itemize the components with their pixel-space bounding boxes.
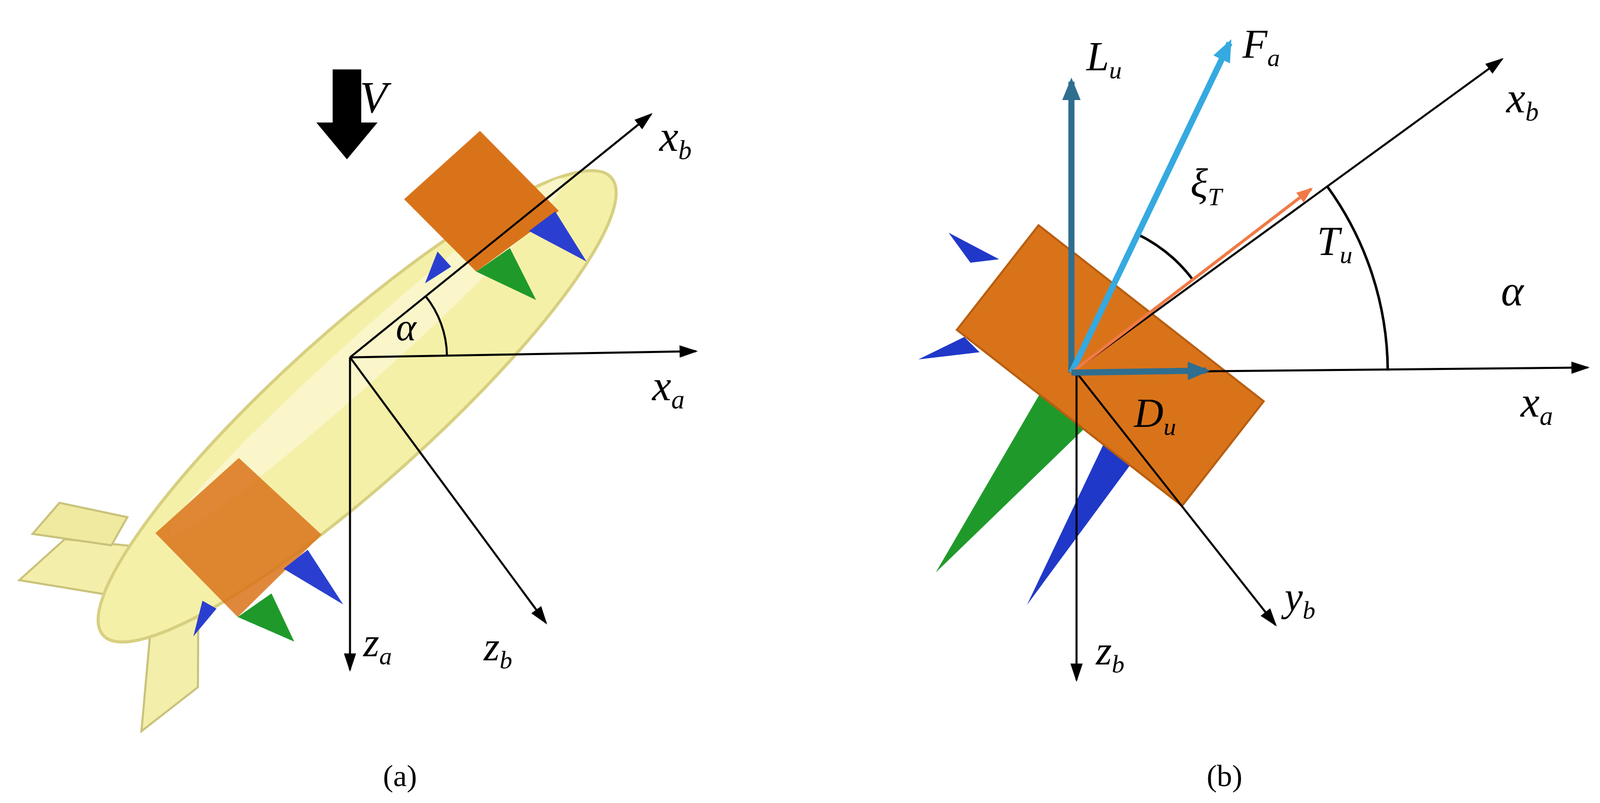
force-arrow — [1071, 43, 1230, 373]
propeller-blue — [414, 251, 452, 288]
axis-label: za — [363, 622, 392, 664]
axis-label: xa — [652, 364, 685, 408]
subscript: b — [1302, 595, 1316, 624]
front-wing — [404, 127, 559, 283]
angle-arc — [425, 295, 448, 355]
force-label: Fa — [1242, 24, 1280, 66]
axis-label: zb — [1095, 630, 1125, 672]
axis-zb — [1075, 372, 1078, 680]
subscript: u — [1109, 55, 1123, 84]
propeller-blue — [283, 548, 351, 618]
axis-xa — [1071, 367, 1588, 373]
axis-xb — [1071, 58, 1503, 373]
angle-arc — [1136, 233, 1193, 280]
axes-a — [350, 114, 697, 670]
subscript: b — [1525, 97, 1539, 128]
velocity-arrow — [332, 69, 362, 125]
propeller-blue — [918, 336, 980, 360]
subscript: a — [378, 641, 392, 670]
fuselage — [52, 121, 663, 691]
subscript: a — [1539, 401, 1553, 432]
axis-xa — [350, 350, 697, 357]
velocity-label: V — [360, 75, 388, 121]
force-label: Du — [1133, 392, 1176, 434]
propeller-green — [237, 589, 306, 659]
subscript: a — [671, 385, 685, 415]
axis-zb — [350, 356, 547, 623]
velocity-arrowhead — [316, 122, 378, 160]
propeller-blue — [179, 596, 220, 636]
axis-label: xb — [659, 115, 692, 159]
force-label: Tu — [1316, 221, 1353, 263]
subscript: a — [1267, 43, 1280, 72]
angle-label: α — [1501, 269, 1524, 313]
panel-label: (b) — [1206, 760, 1243, 791]
panel-label: (a) — [383, 760, 417, 791]
force-label: Lu — [1086, 36, 1122, 78]
axis-label: xb — [1506, 76, 1539, 120]
propeller-blue — [942, 224, 999, 276]
subscript: b — [678, 135, 692, 166]
angle-label: α — [395, 307, 417, 347]
subscript: b — [499, 645, 513, 674]
wing-b — [778, 184, 1264, 667]
subscript: u — [1163, 412, 1177, 440]
propeller-blue — [994, 433, 1142, 605]
thrust-arrow — [1071, 188, 1312, 373]
subscript: T — [1207, 182, 1222, 211]
angle-label: ξT — [1190, 163, 1223, 205]
propeller-green — [476, 244, 548, 317]
aircraft-a — [0, 82, 704, 762]
axis-label: yb — [1284, 576, 1316, 618]
propeller-blue — [528, 209, 594, 277]
axes-b — [1071, 43, 1588, 680]
drag-arrow — [1071, 370, 1207, 373]
axis-label: xa — [1520, 380, 1553, 424]
subscript: u — [1339, 240, 1353, 269]
subscript: b — [1111, 649, 1125, 678]
angle-arc — [1327, 186, 1388, 371]
axis-yb — [1076, 372, 1276, 625]
axis-xb — [350, 114, 652, 358]
rear-wing — [155, 450, 326, 620]
axis-label: zb — [483, 626, 513, 668]
lift-arrow — [1068, 81, 1075, 373]
axis-za — [349, 356, 352, 670]
